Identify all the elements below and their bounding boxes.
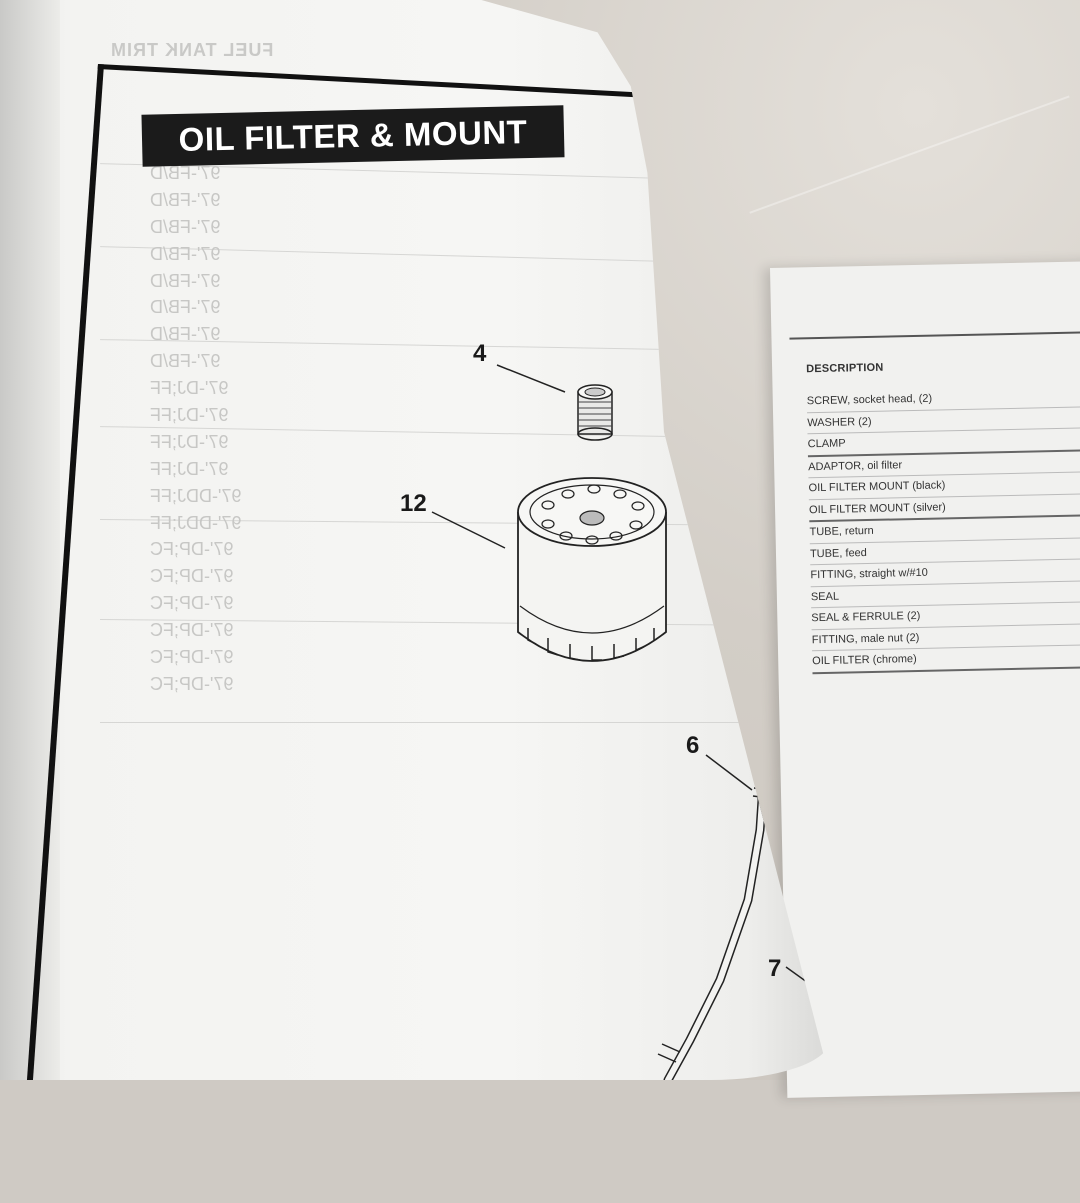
description-row: OIL FILTER (chrome): [812, 645, 1080, 674]
leader-line-4: [496, 364, 566, 393]
leader-line-6: [705, 754, 753, 791]
sheet-top-rule: [789, 330, 1080, 340]
page-binding-edge: [0, 0, 60, 1080]
adaptor-nipple-icon: [577, 384, 613, 441]
parts-diagram: [431, 364, 819, 1080]
description-list: SCREW, socket head, (2) WASHER (2) CLAMP…: [806, 385, 1080, 674]
callout-6: 6: [686, 732, 700, 759]
oil-filter-icon: [517, 477, 667, 662]
callout-4: 4: [473, 340, 487, 367]
leader-line-12: [431, 511, 506, 549]
description-header: DESCRIPTION: [806, 361, 884, 376]
parts-list-sheet: DESCRIPTION SCREW, socket head, (2) WASH…: [770, 261, 1080, 1098]
callout-7: 7: [768, 955, 782, 982]
callout-12: 12: [400, 490, 427, 517]
ghost-rule: [100, 722, 780, 723]
